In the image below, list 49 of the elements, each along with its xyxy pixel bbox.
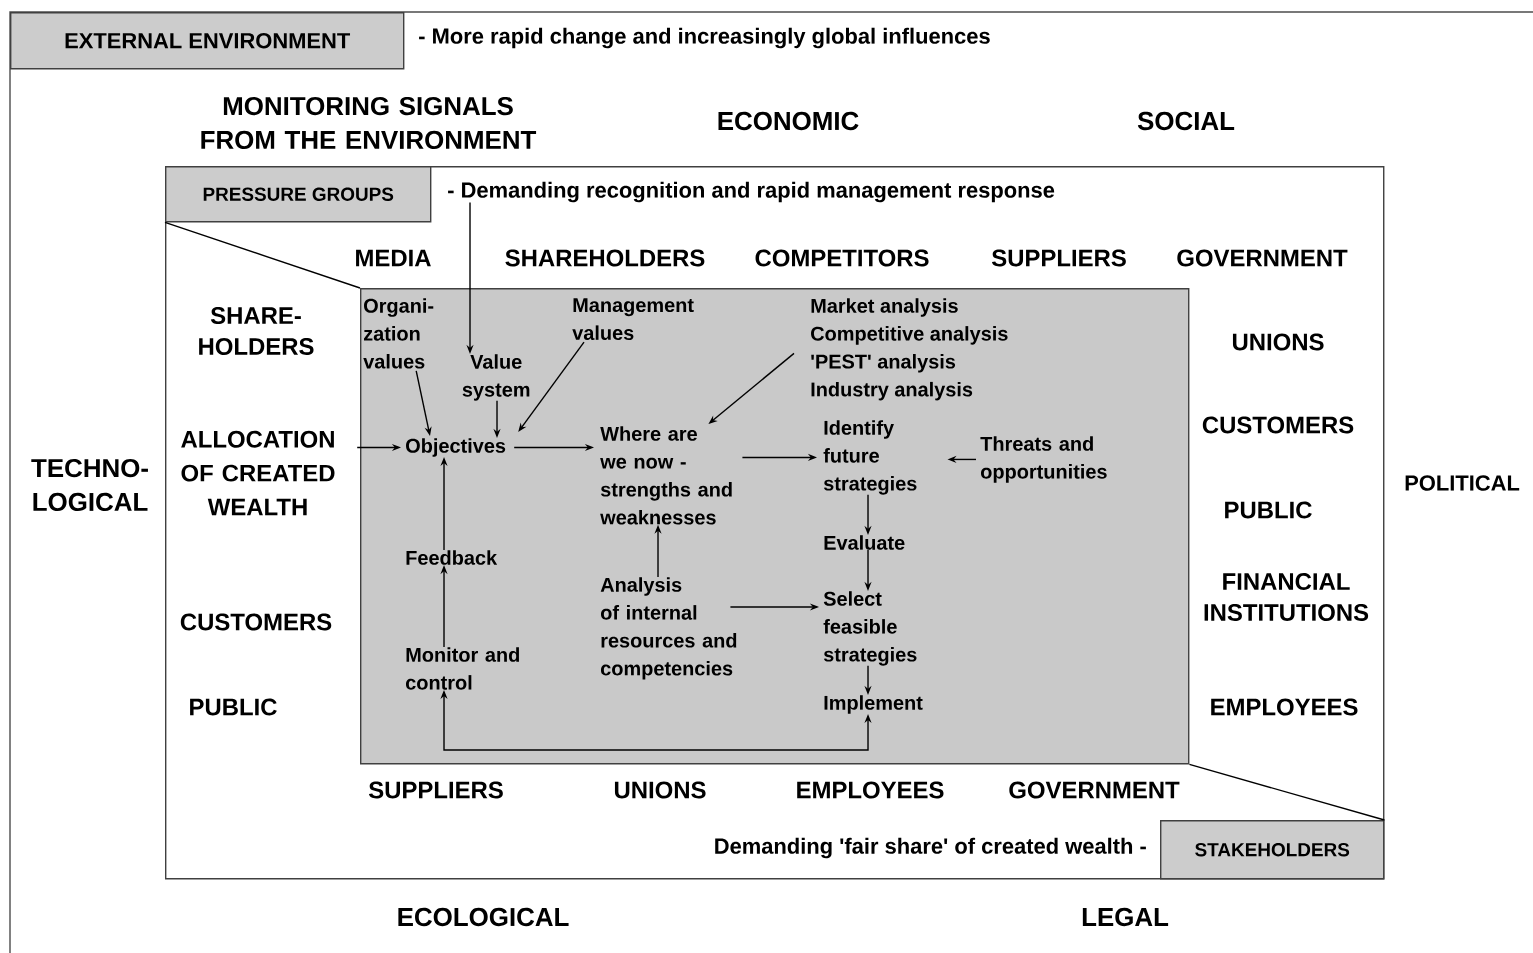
- category-label: MEDIA: [356, 249, 431, 267]
- category-label: ECONOMIC: [718, 111, 859, 131]
- step-text: Value system: [462, 354, 530, 401]
- category-label: PUBLIC: [1225, 501, 1312, 519]
- arrow: [518, 341, 585, 432]
- category-label: SUPPLIERS: [991, 249, 1126, 267]
- connector-line: [164, 221, 361, 289]
- note-text: - More rapid change and increasingly global influences: [419, 27, 990, 49]
- category-label: GOVERNMENT: [1177, 249, 1348, 267]
- stakeholder-label: ALLOCATION OF CREATED WEALTH: [181, 430, 335, 516]
- category-label: UNIONS: [614, 781, 706, 799]
- heading-box: PRESSURE GROUPS: [165, 166, 432, 223]
- step-text: Objectives: [406, 438, 506, 457]
- step-text: Threats and opportunities: [980, 436, 1107, 483]
- step-text: Organi- zation values: [363, 298, 434, 369]
- category-label: GOVERNMENT: [1009, 781, 1180, 799]
- step-text: Identify future strategies: [823, 420, 917, 495]
- category-label: COMPETITORS: [755, 249, 929, 267]
- step-text: Management values: [572, 298, 694, 340]
- category-label: ECOLOGICAL: [398, 907, 569, 927]
- step-text: Select feasible strategies: [823, 591, 917, 666]
- note-text: Demanding 'fair share' of created wealth -: [715, 837, 1146, 859]
- note-text: - Demanding recognition and rapid management response: [448, 181, 1055, 203]
- category-label: SUPPLIERS: [368, 781, 503, 799]
- step-text: Analysis of internal resources and competencies: [600, 577, 737, 680]
- category-label: EMPLOYEES: [1211, 698, 1358, 716]
- step-text: Evaluate: [824, 535, 905, 550]
- step-text: Feedback: [406, 550, 498, 565]
- category-label: POLITICAL: [1405, 475, 1520, 491]
- category-label: LEGAL: [1082, 907, 1169, 927]
- category-label: UNIONS: [1232, 333, 1324, 351]
- category-label: EMPLOYEES: [797, 781, 944, 799]
- heading-box: EXTERNAL ENVIRONMENT: [10, 12, 405, 70]
- category-label: SHARE- HOLDERS: [199, 307, 314, 355]
- step-text: Monitor and control: [406, 647, 519, 690]
- category-label: MONITORING SIGNALS FROM THE ENVIRONMENT: [201, 96, 537, 150]
- category-label: SHAREHOLDERS: [505, 249, 705, 267]
- category-label: TECHNO- LOGICAL: [31, 458, 148, 512]
- category-label: FINANCIAL INSTITUTIONS: [1204, 573, 1369, 621]
- step-text: Where are we now - strengths and weaknesses: [600, 426, 732, 525]
- category-label: SOCIAL: [1137, 111, 1235, 131]
- category-label: CUSTOMERS: [1202, 416, 1354, 434]
- category-label: CUSTOMERS: [180, 613, 332, 631]
- step-text: Implement: [824, 695, 923, 714]
- category-label: PUBLIC: [190, 698, 277, 716]
- heading-box: STAKEHOLDERS: [1160, 820, 1385, 880]
- process-panel: [360, 288, 1190, 765]
- analysis-list: Market analysis Competitive analysis 'PEST' analysis Industry analysis: [811, 298, 1008, 401]
- connector-line: [1188, 763, 1386, 821]
